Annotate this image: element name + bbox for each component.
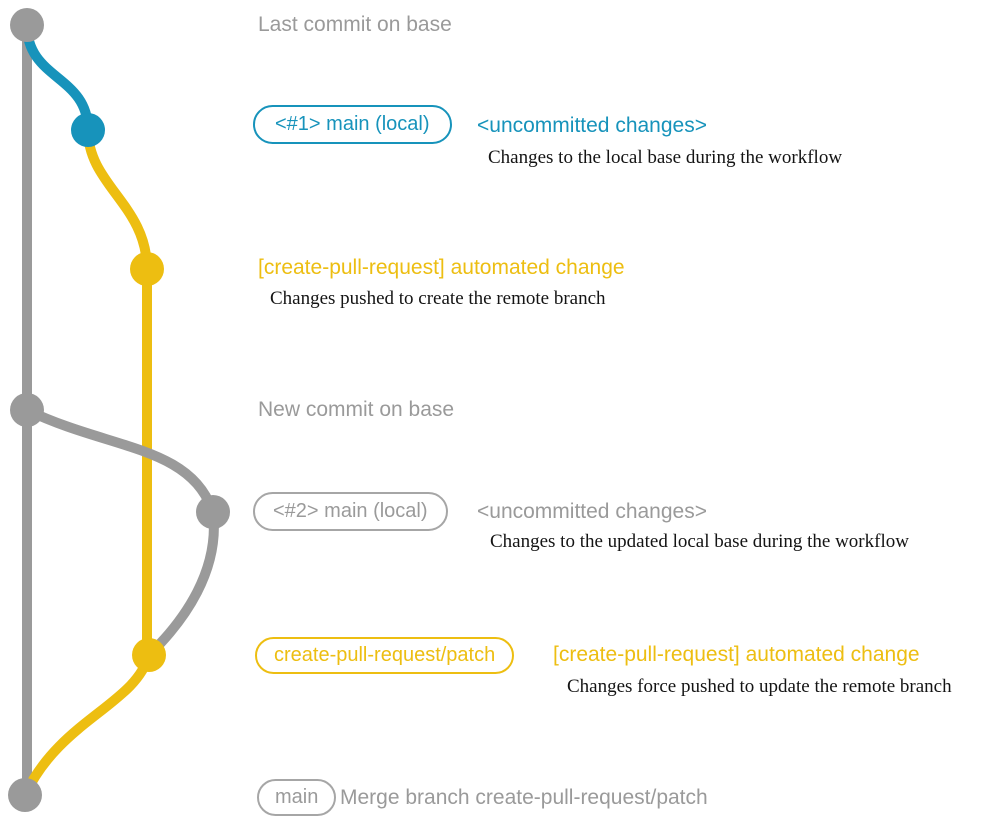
branch-badge-main-local-1: <#1> main (local) [253,105,452,144]
commit-dot-local-2 [196,495,230,529]
commit-desc-uncommitted-1: Changes to the local base during the wor… [488,147,843,168]
commit-dot-remote-1 [130,252,164,286]
push-to-remote-curve [83,129,152,270]
local-changes-curve [22,24,93,131]
git-graph [8,8,230,812]
commit-desc-uncommitted-2: Changes to the updated local base during… [490,531,909,552]
commit-title-uncommitted-1: <uncommitted changes> [477,114,707,137]
caption-new-commit: New commit on base [258,398,455,421]
branch-badge-main: main [257,779,337,816]
commit-dot-local-1 [71,113,105,147]
commit-dot-merge [8,778,42,812]
branch-badge-patch: create-pull-request/patch [255,637,515,674]
commit-title-merge: Merge branch create-pull-request/patch [340,786,708,809]
commit-title-uncommitted-2: <uncommitted changes> [477,500,707,523]
commit-title-automated-1: [create-pull-request] automated change [258,256,625,279]
commit-title-automated-2: [create-pull-request] automated change [553,643,920,666]
merge-to-base-curve [20,653,154,798]
commit-dot-last-base [10,8,44,42]
commit-dot-new-base [10,393,44,427]
branch-badge-main-local-2: <#2> main (local) [253,492,448,531]
commit-desc-automated-1: Changes pushed to create the remote bran… [270,288,606,309]
commit-dot-remote-2 [132,638,166,672]
force-push-curve [145,511,219,659]
commit-desc-automated-2: Changes force pushed to update the remot… [567,676,952,697]
caption-last-commit: Last commit on base [258,13,452,36]
rebase-out-curve [24,405,218,514]
